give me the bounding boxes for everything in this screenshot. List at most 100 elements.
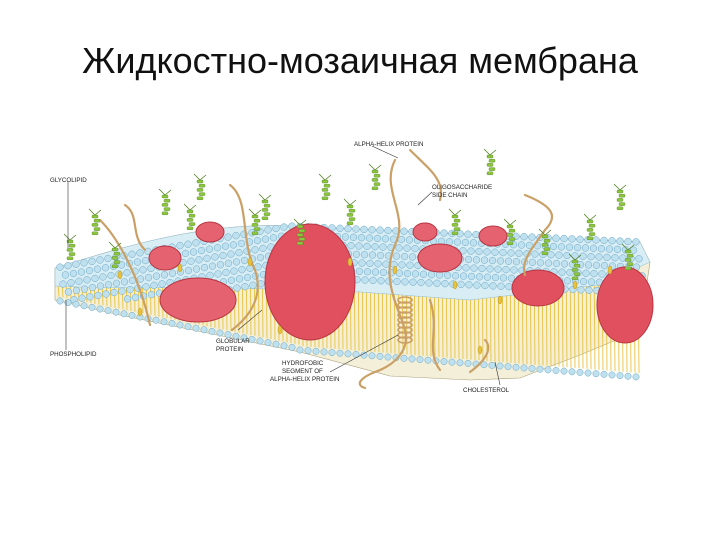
- lipid-head: [592, 261, 601, 269]
- lipid-head: [363, 268, 372, 276]
- lipid-head: [80, 302, 88, 310]
- cholesterol-molecule: [247, 257, 253, 267]
- lipid-head: [457, 280, 465, 289]
- sugar-branch: [199, 174, 207, 181]
- lipid-head: [232, 332, 240, 340]
- lipid-head: [280, 342, 288, 350]
- lipid-head: [197, 246, 206, 255]
- sugar-unit: [626, 262, 634, 266]
- lipid-head: [624, 237, 632, 246]
- lipid-head: [486, 265, 494, 273]
- lipid-head: [584, 369, 592, 377]
- lipid-head: [328, 349, 336, 357]
- sugar-unit: [508, 237, 516, 241]
- lipid-head: [365, 234, 374, 242]
- lipid-head: [78, 294, 86, 302]
- lipid-head: [393, 277, 401, 286]
- sugar-branch: [509, 219, 517, 226]
- lipid-head: [272, 340, 280, 348]
- globular-protein: [511, 269, 565, 307]
- lipid-head: [56, 297, 64, 305]
- helix-strand: [98, 218, 152, 327]
- lipid-head: [67, 279, 75, 287]
- lipid-head: [96, 282, 105, 290]
- lipid-head: [440, 229, 448, 237]
- lipid-head: [616, 372, 624, 380]
- sugar-branch: [619, 184, 627, 191]
- lipid-head: [441, 280, 449, 288]
- lipid-head: [208, 327, 216, 335]
- sugar-branch: [254, 209, 262, 216]
- sugar-unit: [321, 179, 329, 184]
- lipid-head: [230, 267, 238, 275]
- lipid-head: [102, 290, 110, 298]
- sugar-unit: [261, 199, 269, 204]
- lipid-head: [184, 323, 192, 331]
- helix-strand: [522, 193, 553, 277]
- sugar-branch: [448, 208, 456, 216]
- cholesterol-molecule: [392, 265, 398, 275]
- sugar-unit: [348, 208, 356, 213]
- lipid-head: [528, 365, 536, 373]
- lipid-head: [584, 261, 593, 269]
- lipid-head: [184, 266, 193, 275]
- sugar-unit: [371, 178, 379, 182]
- lipid-head: [176, 321, 184, 329]
- lipid-head: [142, 283, 150, 291]
- lipid-head: [510, 266, 518, 274]
- lipid-head: [590, 269, 598, 278]
- sugar-unit: [506, 224, 514, 229]
- sugar-unit: [486, 163, 494, 167]
- lipid-head: [136, 249, 144, 257]
- sugar-unit: [198, 183, 206, 188]
- sugar-branch: [489, 149, 497, 156]
- lipid-head: [241, 283, 249, 291]
- lipid-head: [613, 245, 622, 254]
- sugar-branch: [613, 183, 621, 191]
- sugar-branch: [324, 174, 332, 181]
- lipid-head: [433, 279, 441, 287]
- lipid-head: [512, 363, 520, 371]
- sugar-unit: [253, 227, 261, 231]
- lipid-head: [481, 281, 489, 290]
- lipid-head: [632, 238, 640, 246]
- lipid-head: [377, 277, 385, 285]
- lipid-head: [480, 256, 489, 264]
- sugar-branch: [299, 219, 307, 226]
- lipid-head: [251, 246, 259, 254]
- lipid-head: [344, 225, 352, 233]
- sugar-unit: [571, 268, 579, 272]
- lipid-head: [152, 316, 160, 324]
- lipid-head: [459, 247, 467, 255]
- lipid-head: [222, 268, 230, 277]
- lipid-head: [451, 272, 460, 280]
- lipid-head: [520, 364, 528, 372]
- lipid-head: [411, 270, 420, 278]
- lipid-head: [544, 259, 553, 267]
- lipid-head: [397, 235, 406, 244]
- lipid-head: [216, 261, 225, 269]
- lipid-head: [587, 252, 595, 261]
- lipid-head: [128, 311, 136, 319]
- lipid-head: [224, 259, 233, 267]
- sugar-unit: [508, 228, 516, 233]
- lipid-head: [566, 268, 574, 277]
- lipid-head: [56, 263, 64, 271]
- helix-turn: [397, 326, 413, 334]
- helix-strand: [428, 298, 442, 372]
- sugar-branch: [544, 229, 552, 236]
- lipid-head: [536, 365, 544, 373]
- lipid-head: [544, 366, 552, 374]
- sugar-unit: [321, 188, 329, 192]
- lipid-head: [547, 251, 555, 259]
- lipid-head: [528, 233, 536, 241]
- label-phospholipid: PHOSPHOLIPID: [50, 351, 97, 358]
- lipid-head: [192, 324, 200, 332]
- lipid-head: [160, 271, 169, 279]
- sugar-unit: [251, 214, 259, 219]
- lipid-head: [400, 354, 408, 362]
- sugar-unit: [163, 207, 171, 211]
- sugar-branch: [164, 189, 172, 196]
- lipid-head: [168, 319, 176, 327]
- sugar-unit: [346, 204, 354, 209]
